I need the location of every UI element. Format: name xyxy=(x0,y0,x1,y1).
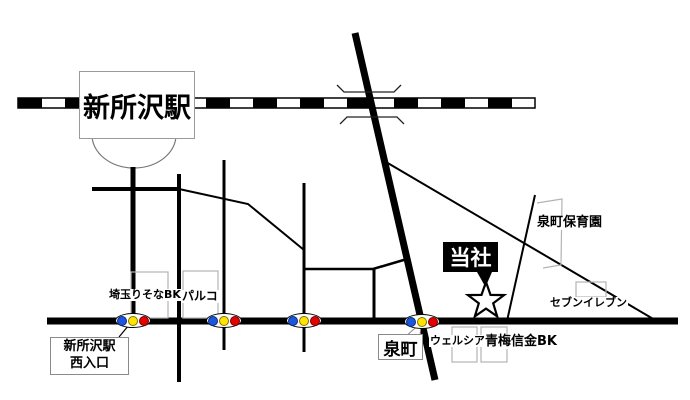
signal-blue-light xyxy=(208,315,218,326)
signal-blue-light xyxy=(117,315,127,326)
label-seven-eleven: セブンイレブン xyxy=(549,296,628,310)
izumicho-label: 泉町 xyxy=(383,339,418,360)
roads xyxy=(47,32,678,382)
railway-line-icon xyxy=(17,97,536,109)
label-ome-shinkin-bank: 青梅信金BK xyxy=(484,334,558,350)
traffic-signal-icon xyxy=(286,313,322,328)
nursery-road xyxy=(506,194,536,322)
station-box: 新所沢駅 xyxy=(79,71,195,139)
signal-yellow-light xyxy=(219,315,229,326)
signal-red-light xyxy=(139,315,149,326)
label-izumicho-nursery: 泉町保育園 xyxy=(536,215,604,231)
traffic-signal-icon xyxy=(206,313,242,328)
signal-red-light xyxy=(428,316,438,327)
nursery-leader-bracket xyxy=(536,198,563,269)
traffic-signal-icon xyxy=(404,314,440,329)
signal-yellow-light xyxy=(417,316,427,327)
company-label: 当社 xyxy=(449,246,492,270)
label-parco: パルコ xyxy=(181,289,219,304)
entrance-callout: 新所沢駅 西入口 xyxy=(50,337,129,375)
signal-blue-light xyxy=(406,316,416,327)
station-rotary-arc xyxy=(91,134,177,169)
company-callout-tail xyxy=(477,272,492,287)
company-callout: 当社 xyxy=(443,242,498,272)
curved-back-road xyxy=(178,188,305,251)
company-star-icon xyxy=(464,278,508,320)
label-resona-bank: 埼玉りそなBK xyxy=(108,288,182,302)
station-label: 新所沢駅 xyxy=(83,92,191,124)
entrance-label-line1: 新所沢駅 xyxy=(63,339,116,355)
connector-road xyxy=(304,257,408,271)
traffic-signal-icon xyxy=(115,313,151,328)
entrance-label-line2: 西入口 xyxy=(69,356,109,371)
diagonal-road-east xyxy=(385,161,656,321)
signal-blue-light xyxy=(288,315,298,326)
label-welcia: ウェルシア xyxy=(429,334,486,348)
signal-yellow-light xyxy=(128,315,138,326)
railway-crossing-icon xyxy=(336,84,405,125)
signal-yellow-light xyxy=(299,315,309,326)
signal-red-light xyxy=(310,315,320,326)
signal-red-light xyxy=(230,315,240,326)
izumicho-callout: 泉町 xyxy=(378,334,423,360)
